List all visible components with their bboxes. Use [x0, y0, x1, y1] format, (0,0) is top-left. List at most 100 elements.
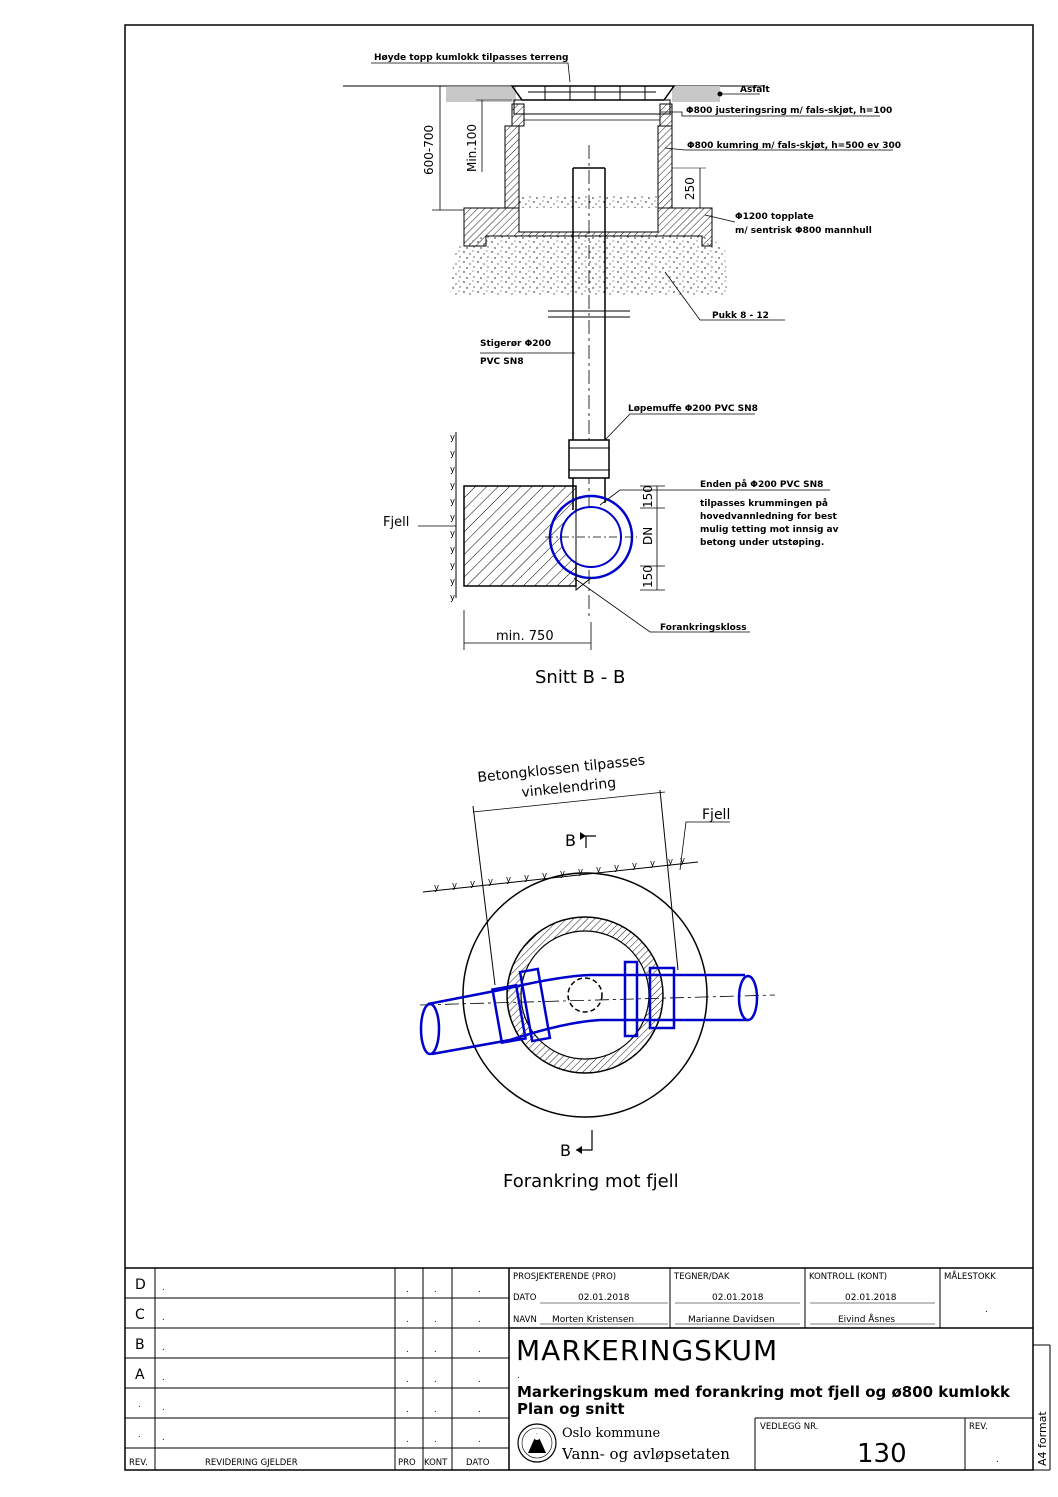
- vedlegg-value: 130: [857, 1439, 907, 1469]
- header-revidering: REVIDERING GJELDER: [205, 1458, 298, 1468]
- svg-text:y: y: [450, 561, 455, 571]
- org-name-1: Oslo kommune: [562, 1426, 661, 1441]
- svg-text:y: y: [560, 869, 565, 879]
- label-stigeror-1: Stigerør Φ200: [480, 339, 551, 349]
- rock-hatch: [463, 485, 577, 587]
- label-stigeror-2: PVC SN8: [480, 357, 524, 367]
- adjustment-ring: [511, 103, 525, 127]
- svg-text:y: y: [596, 865, 601, 875]
- rev-a-kont: .: [434, 1375, 437, 1385]
- rev-a-text: .: [162, 1373, 165, 1383]
- rev-6-dato: .: [478, 1435, 481, 1445]
- rev-d-pro: .: [406, 1285, 409, 1295]
- riser-pipe: [548, 145, 630, 620]
- tegner-label: TEGNER/DAK: [673, 1272, 730, 1282]
- dim-min750: min. 750: [496, 629, 554, 644]
- rev-c-code: C: [135, 1307, 145, 1323]
- label-asfalt: Asfalt: [740, 85, 770, 95]
- plan-title: Forankring mot fjell: [503, 1171, 679, 1192]
- svg-text:y: y: [450, 545, 455, 555]
- revision-rows: D . . . . C . . . . B . . . . A . . . . …: [135, 1277, 481, 1445]
- rev-5-dato: .: [478, 1405, 481, 1415]
- rev-5-kont: .: [434, 1405, 437, 1415]
- plan-riser: [567, 977, 603, 1013]
- manhole-lid: [510, 85, 676, 115]
- tegner-dato: 02.01.2018: [712, 1293, 764, 1303]
- svg-text:y: y: [542, 871, 547, 881]
- label-forankringskloss: Forankringskloss: [660, 623, 747, 633]
- svg-text:y: y: [614, 863, 619, 873]
- rev-value: .: [996, 1455, 999, 1465]
- header-kont: KONT: [424, 1458, 448, 1468]
- section-mark-top: B: [565, 831, 576, 850]
- svg-text:y: y: [450, 529, 455, 539]
- rev-d-kont: .: [434, 1285, 437, 1295]
- title-block: D . . . . C . . . . B . . . . A . . . . …: [125, 1267, 1051, 1471]
- rev-b-code: B: [135, 1337, 145, 1353]
- label-topplate-2: m/ sentrisk Φ800 mannhull: [735, 226, 872, 236]
- tegner-navn: Marianne Davidsen: [688, 1315, 775, 1325]
- plan-main-pipe: [419, 960, 759, 1056]
- dato-label: DATO: [513, 1293, 537, 1303]
- label-enden-4: mulig tetting mot innsig av: [700, 525, 839, 535]
- plan-slab-circle: [462, 872, 708, 1118]
- label-justeringsring: Φ800 justeringsring m/ fals-skjøt, h=100: [686, 106, 892, 116]
- dim-dn: DN: [641, 527, 655, 545]
- header-rev: REV.: [129, 1458, 148, 1468]
- oslo-kommune-logo: [517, 1423, 557, 1463]
- rev-6-kont: .: [434, 1435, 437, 1445]
- rev-5-code: .: [138, 1400, 141, 1410]
- svg-text:y: y: [450, 465, 455, 475]
- rev-6-code: .: [138, 1430, 141, 1440]
- label-enden-3: hovedvannledning for best: [700, 512, 837, 522]
- svg-text:y: y: [632, 861, 637, 871]
- org-name-2: Vann- og avløpsetaten: [561, 1445, 730, 1463]
- sheet-frame: [124, 24, 1034, 1471]
- svg-text:y: y: [450, 481, 455, 491]
- rev-6-text: .: [162, 1433, 165, 1443]
- rev-c-text: .: [162, 1313, 165, 1323]
- coupling: [568, 439, 610, 479]
- label-kumring: Φ800 kumring m/ fals-skjøt, h=500 ev 300: [687, 141, 901, 151]
- svg-text:y: y: [434, 883, 439, 893]
- section-mark-bottom: B: [560, 1141, 571, 1160]
- rev-label: REV.: [969, 1422, 988, 1432]
- svg-text:y: y: [680, 856, 685, 866]
- rev-a-dato: .: [478, 1375, 481, 1385]
- kontroll-label: KONTROLL (KONT): [809, 1272, 887, 1282]
- label-enden-5: betong under utstøping.: [700, 538, 824, 548]
- rev-b-kont: .: [434, 1345, 437, 1355]
- dim-250: 250: [683, 177, 697, 200]
- pro-dato: 02.01.2018: [578, 1293, 630, 1303]
- svg-text:y: y: [450, 449, 455, 459]
- svg-text:y: y: [452, 881, 457, 891]
- rev-b-dato: .: [478, 1345, 481, 1355]
- svg-text:y: y: [524, 873, 529, 883]
- drawing-title: MARKERINGSKUM: [516, 1334, 778, 1367]
- title-dot: .: [517, 1371, 520, 1381]
- rev-d-code: D: [135, 1277, 146, 1293]
- rev-c-kont: .: [434, 1315, 437, 1325]
- svg-text:y: y: [578, 867, 583, 877]
- rev-5-text: .: [162, 1403, 165, 1413]
- dim-min100: Min.100: [465, 124, 479, 172]
- svg-text:y: y: [450, 577, 455, 587]
- rev-d-dato: .: [478, 1285, 481, 1295]
- manhole-ring-wall-left: [504, 125, 520, 209]
- pro-navn: Morten Kristensen: [552, 1315, 634, 1325]
- section-view: yy yy yy yy yy y: [343, 53, 901, 688]
- rev-a-pro: .: [406, 1375, 409, 1385]
- rev-6-pro: .: [406, 1435, 409, 1445]
- vedlegg-label: VEDLEGG NR.: [760, 1422, 818, 1432]
- section-title: Snitt B - B: [535, 667, 625, 688]
- svg-text:y: y: [470, 879, 475, 889]
- svg-text:y: y: [450, 497, 455, 507]
- malestokk-value: .: [985, 1305, 988, 1315]
- plan-label-fjell: Fjell: [702, 807, 730, 823]
- label-enden-2: tilpasses krummingen på: [700, 498, 828, 509]
- svg-text:y: y: [650, 859, 655, 869]
- rev-c-dato: .: [478, 1315, 481, 1325]
- format-label: A4 format: [1036, 1411, 1049, 1466]
